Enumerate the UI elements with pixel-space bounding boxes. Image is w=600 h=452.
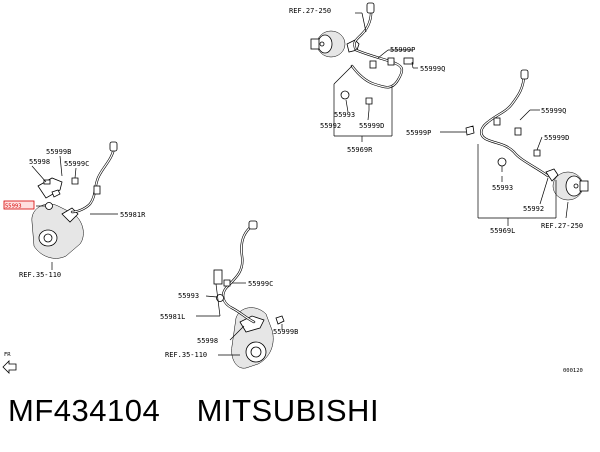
- bolt-55999b-mid: [275, 315, 285, 325]
- part-55999b-mid-label[interactable]: 55999B: [273, 328, 298, 336]
- part-55998-left-label[interactable]: 55998: [29, 158, 50, 166]
- part-55999c-mid-label[interactable]: 55999C: [248, 280, 273, 288]
- bolt-55999c-mid: [223, 279, 231, 287]
- part-55992-top-label[interactable]: 55992: [320, 122, 341, 130]
- part-55999c-left-label[interactable]: 55999C: [64, 160, 89, 168]
- ref-35-110-left-label[interactable]: REF.35-110: [19, 271, 61, 279]
- part-55993-top-label[interactable]: 55993: [334, 111, 355, 119]
- part-55981r-label[interactable]: 55981R: [120, 211, 146, 219]
- bolt-55993-right: [497, 157, 507, 167]
- ref-27-250-top-label[interactable]: REF.27-250: [289, 7, 331, 15]
- ref-27-250-right-label[interactable]: REF.27-250: [541, 222, 583, 230]
- part-55993-right-label[interactable]: 55993: [492, 184, 513, 192]
- part-55999d-right-label[interactable]: 55999D: [544, 134, 569, 142]
- hub-right: [552, 171, 589, 201]
- bolt-55999c-left: [71, 177, 79, 185]
- front-arrow-icon: [2, 360, 17, 374]
- left-assembly: 55999B 55998 55999C 55993 55981R REF.35-…: [3, 141, 146, 279]
- hub-top: [310, 30, 346, 58]
- top-assembly: REF.27-250 55999P 55999Q 55993 55992 559…: [289, 2, 445, 154]
- sensor-right: [545, 168, 559, 182]
- part-caption: MF434104 MITSUBISHI: [8, 393, 380, 428]
- highlight-box: [3, 200, 35, 210]
- middle-assembly: 55999C 55993 55981L 55998 55999B REF.35-…: [160, 220, 298, 369]
- front-direction-indicator: FR: [2, 352, 17, 374]
- part-55981l-label[interactable]: 55981L: [160, 313, 185, 321]
- part-55993-mid-label[interactable]: 55993: [178, 292, 199, 300]
- bolt-55999p-right: [465, 125, 475, 136]
- bracket-55998-mid: [239, 315, 265, 333]
- part-55999p-top-label[interactable]: 55999P: [390, 46, 415, 54]
- diagram-code: 000120: [563, 368, 583, 374]
- part-55999q-right-label[interactable]: 55999Q: [541, 107, 566, 115]
- part-55969r-label[interactable]: 55969R: [347, 146, 373, 154]
- bolt-55993-left: [45, 202, 53, 210]
- part-55992-right-label[interactable]: 55992: [523, 205, 544, 213]
- part-55999p-right-label[interactable]: 55999P: [406, 129, 431, 137]
- part-55999d-top-label[interactable]: 55999D: [359, 122, 384, 130]
- bolt-55993-top: [340, 90, 350, 100]
- ref-35-110-mid-label[interactable]: REF.35-110: [165, 351, 207, 359]
- part-55993-left-label[interactable]: 55993: [5, 204, 22, 210]
- bolt-55999d-right: [533, 149, 541, 157]
- part-55999q-top-label[interactable]: 55999Q: [420, 65, 445, 73]
- right-assembly: 55999Q 55999P 55999D 55993 55992 55969L …: [406, 69, 589, 235]
- bolt-55999d-top: [365, 97, 373, 105]
- part-55969l-label[interactable]: 55969L: [490, 227, 515, 235]
- part-55998-mid-label[interactable]: 55998: [197, 337, 218, 345]
- part-55999b-left-label[interactable]: 55999B: [46, 148, 71, 156]
- fr-label: FR: [4, 352, 11, 358]
